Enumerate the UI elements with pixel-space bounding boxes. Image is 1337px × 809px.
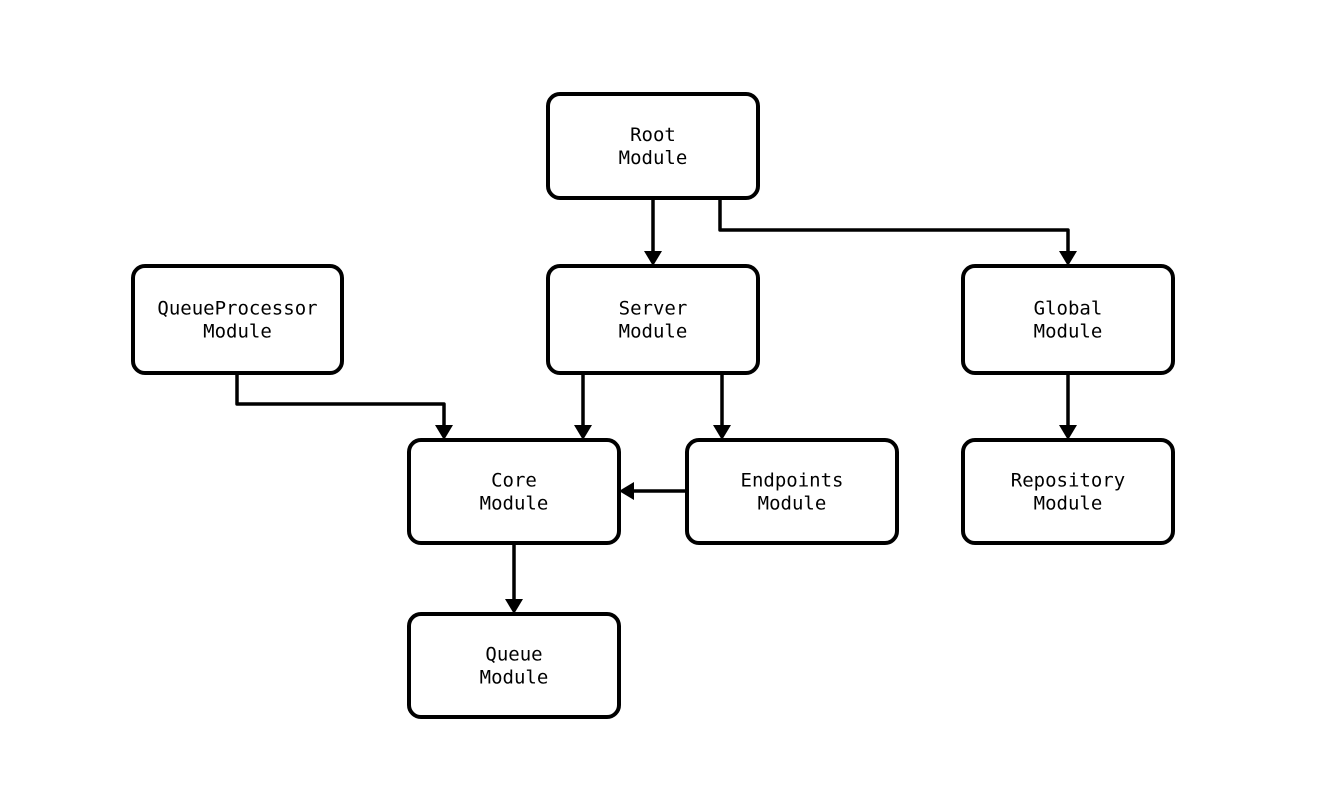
node-label-line2: Module [203,320,272,342]
node-box[interactable] [961,438,1175,545]
node-label-line2: Module [1034,492,1103,514]
node-label-line1: Root [630,124,676,146]
edges-layer [235,198,1077,614]
arrow-head-icon [1059,251,1077,266]
edge-global-to-repository [1059,373,1077,440]
edge-line [235,373,446,426]
edge-server-to-endpoints [713,373,731,440]
node-label-line2: Module [480,492,549,514]
edge-line [718,198,1070,252]
node-label-line1: Endpoints [741,469,844,491]
edge-queueprocessor-to-core [235,373,453,440]
edge-core-to-queue [505,543,523,614]
node-box[interactable] [546,92,760,200]
node-box[interactable] [407,612,621,719]
node-label-line1: Server [619,297,688,319]
arrow-head-icon [435,425,453,440]
edge-server-to-core [574,373,592,440]
arrow-head-icon [574,425,592,440]
node-label-line1: Repository [1011,469,1125,491]
node-label-line1: Global [1034,297,1103,319]
node-label-line1: Core [491,469,537,491]
node-label-line2: Module [1034,320,1103,342]
node-box[interactable] [685,438,899,545]
arrow-head-icon [1059,425,1077,440]
node-box[interactable] [407,438,621,545]
edge-endpoints-to-core [619,482,687,500]
node-label-line2: Module [758,492,827,514]
node-box[interactable] [961,264,1175,375]
node-label-line2: Module [619,147,688,169]
node-label-line2: Module [619,320,688,342]
node-box[interactable] [546,264,760,375]
edge-root-to-global [718,198,1077,266]
arrow-head-icon [644,251,662,266]
node-label-line2: Module [480,666,549,688]
node-label-line1: Queue [485,643,542,665]
edge-root-to-server [644,198,662,266]
arrow-head-icon [505,599,523,614]
arrow-head-icon [619,482,634,500]
arrow-head-icon [713,425,731,440]
node-label-line1: QueueProcessor [157,297,317,319]
node-box[interactable] [131,264,344,375]
